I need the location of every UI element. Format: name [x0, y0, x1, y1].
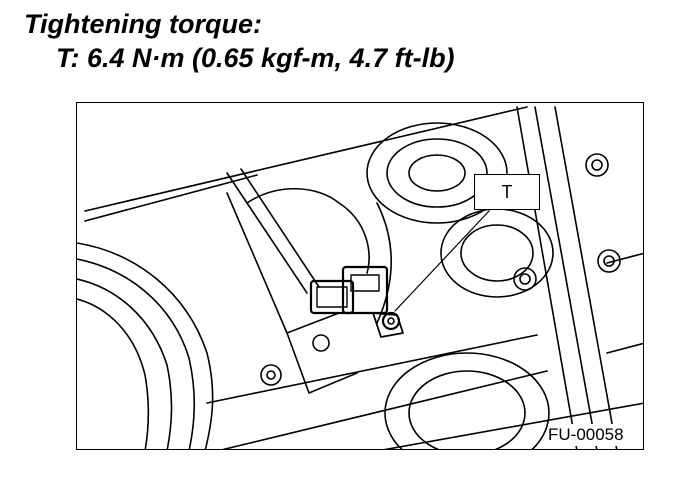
- figure-id: FU-00058: [548, 424, 624, 446]
- torque-specification: T: 6.4 N·m (0.65 kgf-m, 4.7 ft-lb): [56, 43, 455, 73]
- sensor-installation-illustration: [76, 102, 644, 450]
- torque-heading: Tightening torque:: [24, 9, 262, 39]
- engine-line-drawing: [77, 106, 643, 449]
- torque-callout-label: T: [474, 174, 540, 210]
